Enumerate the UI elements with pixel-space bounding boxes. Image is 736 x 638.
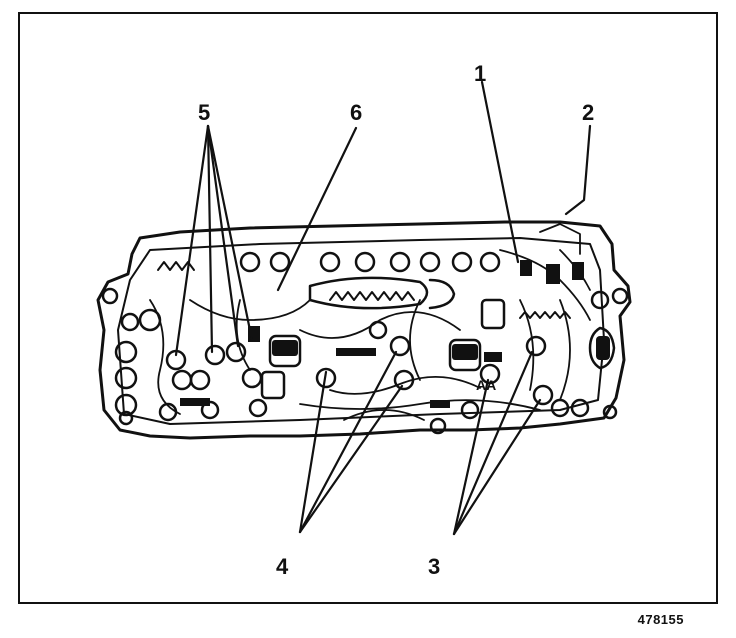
spring-center: [329, 291, 415, 301]
dark-features: [180, 260, 610, 408]
callout-5: 5: [198, 100, 211, 125]
spring-right: [519, 311, 571, 319]
callout-4: 4: [276, 554, 289, 579]
separator-plate: [117, 237, 605, 425]
callout-2: 2: [582, 100, 595, 125]
leader-lines: [174, 80, 592, 536]
top-passages: [239, 251, 501, 273]
callout-3: 3: [428, 554, 441, 579]
callout-1: 1: [474, 61, 487, 86]
housing-outline: [96, 220, 632, 440]
callout-6: 6: [350, 100, 363, 125]
figure-number: 478155: [637, 612, 684, 627]
valve-bores: [260, 276, 616, 400]
